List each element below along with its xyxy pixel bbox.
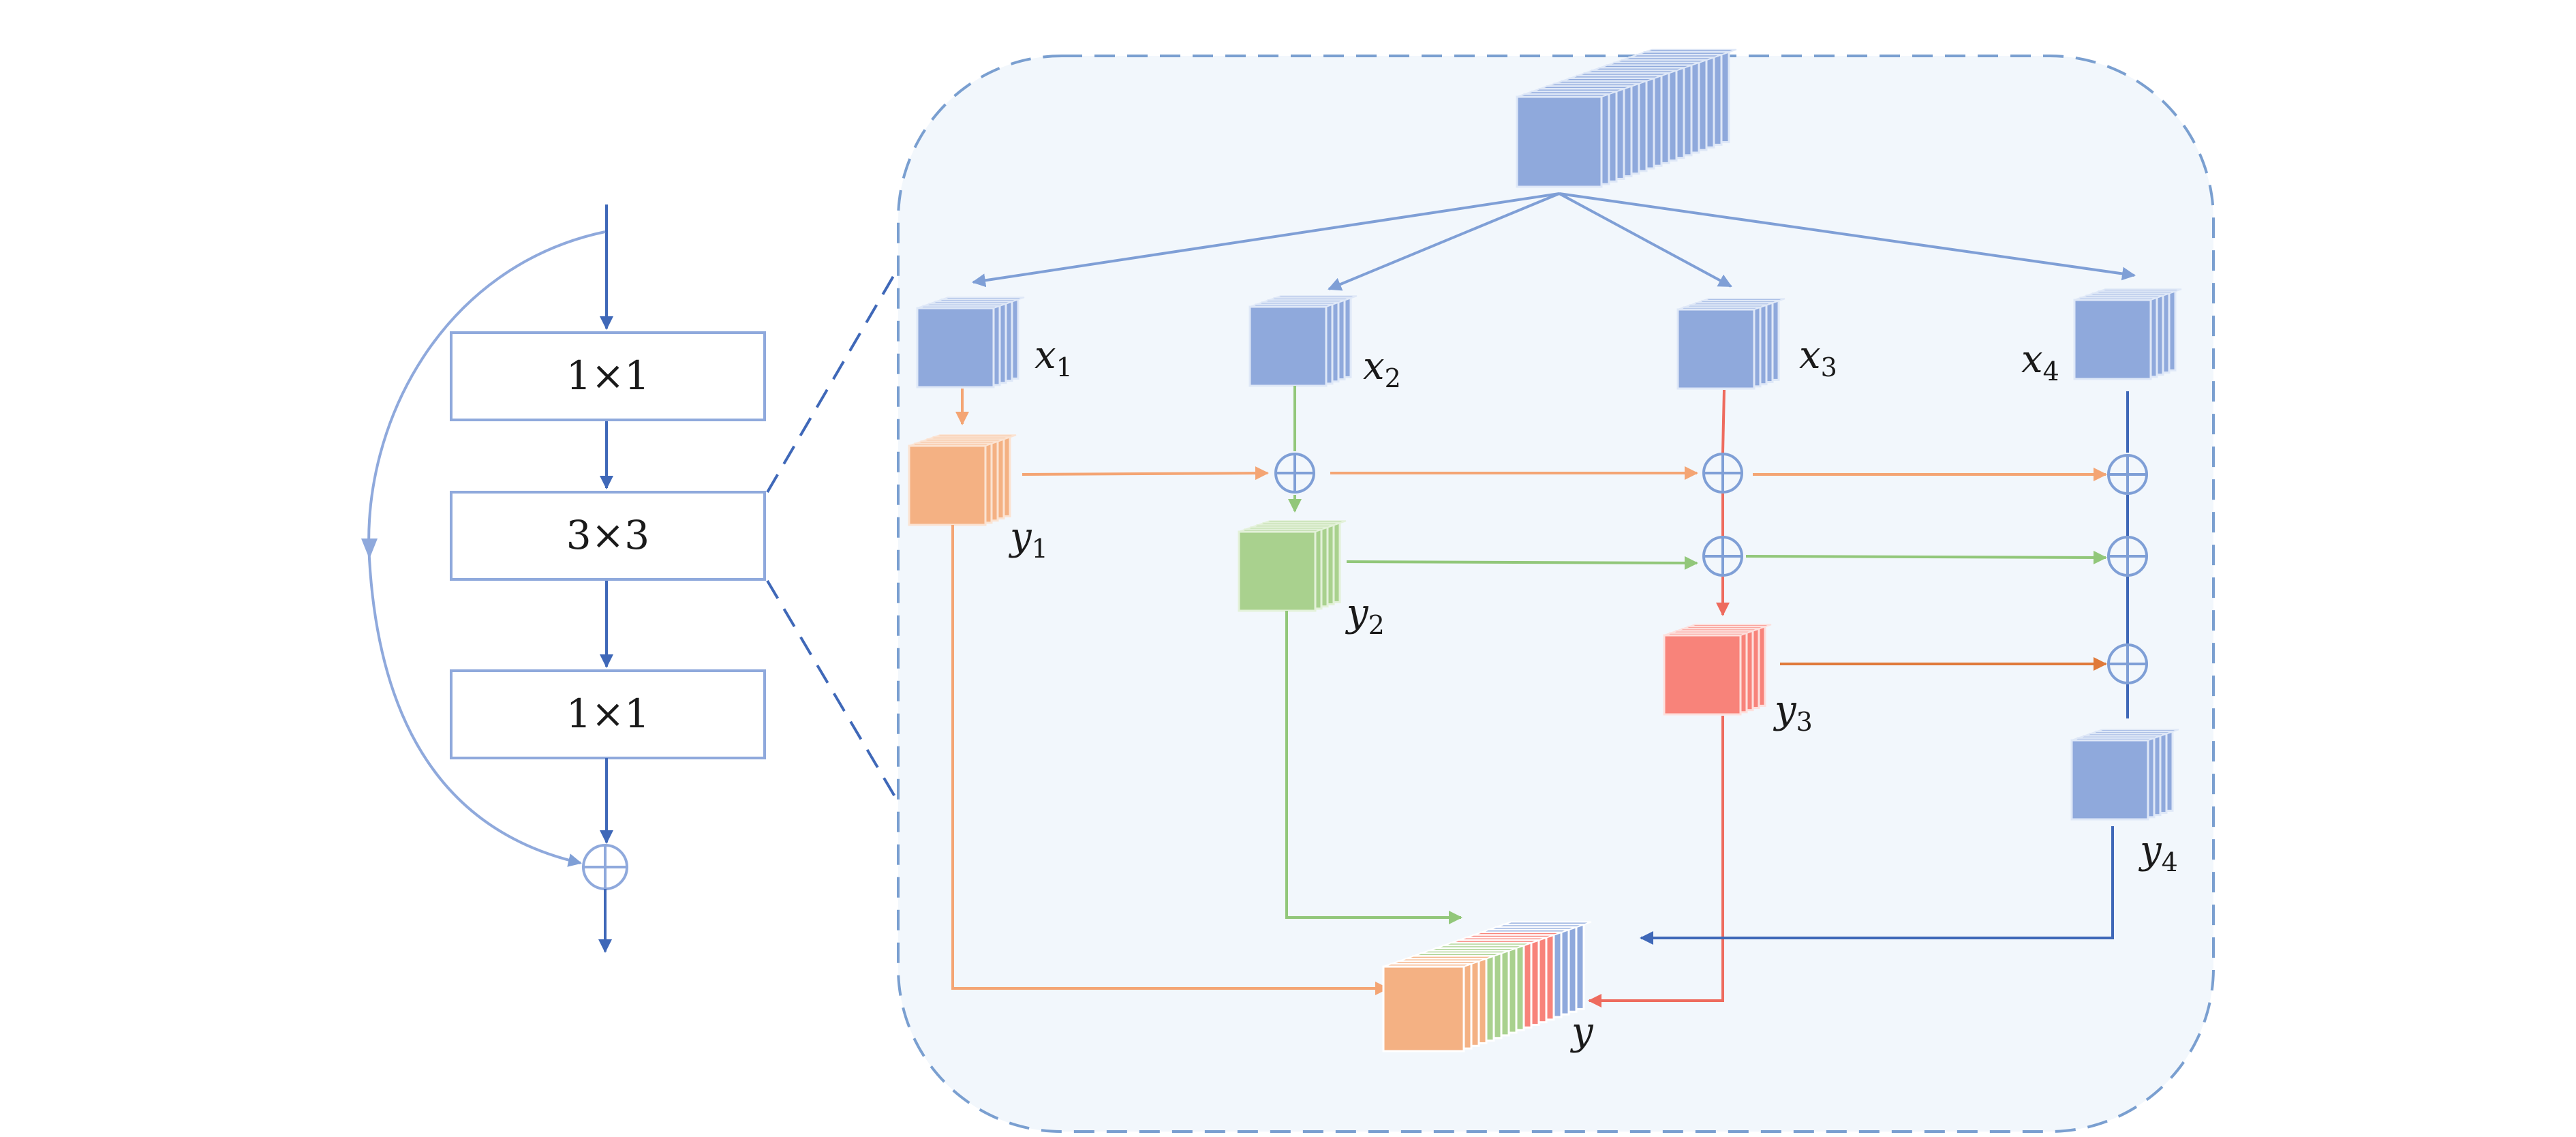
connection-lines [951,386,2129,1007]
variable-labels: x1 x2 x3 x4 y1 y2 y3 y4 y [1008,333,2178,1054]
conv-1x1-bottom-box [450,669,766,759]
label-y3: y3 [1773,688,1813,737]
input-feature-stack [1516,48,1737,188]
block-y3 [1663,624,1772,716]
concat-output-map [1382,921,1592,1052]
block-y1 [908,434,1017,526]
conv-1x1-top-box [450,331,766,421]
residual-add-icon [582,844,628,890]
plus-icon-x3-a [1702,453,1743,494]
plus-icon-x4-c [2107,643,2148,684]
label-y2: y2 [1345,591,1385,640]
conv-3x3-box [450,491,766,581]
plus-icon-x3-b [1702,536,1743,577]
label-x3: x3 [1799,333,1837,382]
block-y4 [2070,729,2179,821]
label-x1: x1 [1034,333,1073,382]
plus-icon-x4-a [2107,454,2148,495]
zoom-line-top [766,271,897,494]
plus-icon-x4-b [2107,536,2148,577]
block-y2 [1238,520,1347,612]
zoom-line-bottom [766,579,897,799]
label-y1: y1 [1008,515,1048,564]
block-x2 [1248,295,1358,387]
block-x4 [2073,288,2182,380]
block-x1 [916,297,1025,389]
concat-feature-stack [1382,921,1592,1052]
conv-1x1-bottom-label: 1×1 [566,691,649,737]
split-arrows [972,192,2136,291]
label-x4: x4 [2021,337,2059,386]
bottleneck-block: 1×1 3×3 1×1 [361,204,766,953]
input-feature-map [1516,48,1737,188]
split-panel [897,55,2215,1133]
label-y: y [1569,1010,1594,1054]
skip-arrowhead-icon [361,539,378,559]
label-x2: x2 [1363,344,1401,393]
plus-icon-x2 [1274,453,1315,494]
conv-3x3-label: 3×3 [566,512,649,558]
block-x3 [1676,298,1785,390]
label-y4: y4 [2138,828,2178,877]
conv-1x1-top-label: 1×1 [566,352,649,399]
